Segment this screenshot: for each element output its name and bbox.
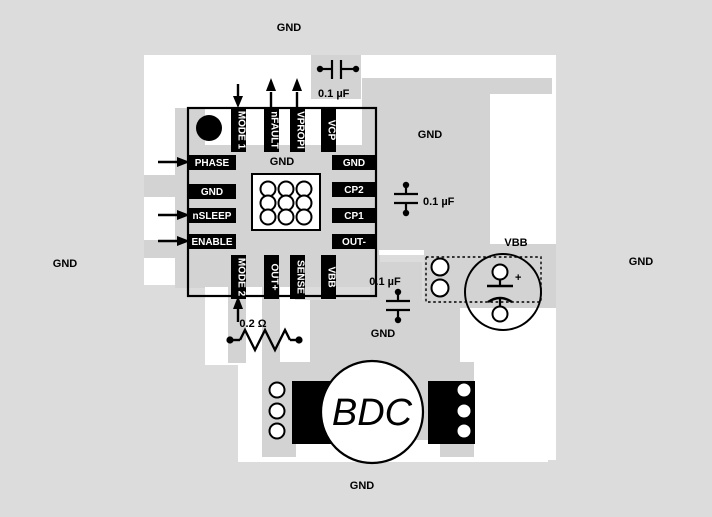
terminal-negative	[491, 305, 509, 323]
pin-label-phase: PHASE	[195, 158, 230, 169]
top-signal-arrows	[233, 78, 302, 108]
via	[259, 208, 277, 226]
via	[259, 180, 277, 198]
pin-label-cp1: CP1	[344, 211, 364, 222]
pin1-dot-icon	[196, 115, 222, 141]
resistor-sense-value: 0.2 Ω	[239, 318, 266, 330]
capacitor-vcp[interactable]	[316, 60, 360, 79]
via	[295, 208, 313, 226]
resistor-sense[interactable]	[226, 327, 303, 353]
gnd-label-bottom: GND	[350, 480, 375, 492]
ground-labels: GND GND GND GND GND GND GND	[53, 22, 654, 492]
motor-via	[268, 381, 286, 399]
pad-cp2[interactable]	[332, 182, 376, 197]
pad-phase[interactable]	[188, 155, 236, 170]
vbb-supply-connector[interactable]: +	[425, 253, 542, 331]
pad-vpropi[interactable]	[290, 108, 305, 152]
capacitor-vcp-value: 0.1 µF	[318, 88, 350, 100]
bottom-signal-arrows	[233, 296, 243, 322]
gnd-label-right: GND	[629, 256, 654, 268]
left-signal-arrows	[158, 157, 190, 246]
thermal-pad-vias[interactable]	[251, 173, 321, 231]
pin-label-vcp: VCP	[326, 120, 337, 141]
gnd-label-right-plane: GND	[418, 129, 443, 141]
pad-out-minus[interactable]	[332, 234, 376, 249]
pin-label-vbb: VBB	[326, 266, 337, 287]
pad-vbb[interactable]	[321, 255, 336, 299]
pin-label-nsleep: nSLEEP	[193, 211, 232, 222]
supply-symbol-circle	[464, 253, 542, 331]
ic-pins-left[interactable]: PHASE GND nSLEEP ENABLE	[188, 155, 236, 249]
via	[277, 180, 295, 198]
pin-label-enable: ENABLE	[191, 237, 232, 248]
pin-label-out-plus: OUT+	[269, 264, 280, 291]
connector-pad[interactable]	[430, 257, 450, 277]
capacitor-charge-pump-value: 0.1 µF	[423, 196, 455, 208]
pin-label-mode-1: MODE 1	[236, 111, 247, 150]
capacitor-vbb-bulk[interactable]	[386, 288, 410, 324]
via	[295, 180, 313, 198]
pad-nsleep[interactable]	[188, 208, 236, 223]
pin-label-mode-2: MODE 2	[236, 258, 247, 297]
motor-via	[455, 381, 473, 399]
pad-gnd-left[interactable]	[188, 184, 236, 199]
ic-pins-right[interactable]: GND CP2 CP1 OUT-	[332, 155, 376, 249]
pad-vcp[interactable]	[321, 108, 336, 152]
gnd-label-thermal-pad: GND	[270, 156, 295, 168]
pad-gnd-right[interactable]	[332, 155, 376, 170]
pin-label-cp2: CP2	[344, 185, 364, 196]
pad-nfault[interactable]	[264, 108, 279, 152]
polarity-plus-icon: +	[515, 272, 521, 284]
gnd-label-left: GND	[53, 258, 78, 270]
pin-label-nfault: nFAULT	[269, 111, 280, 149]
motor-via	[268, 402, 286, 420]
via	[277, 194, 295, 212]
capacitor-vbb-bulk-value: 0.1 µF	[369, 276, 401, 288]
terminal-positive	[491, 263, 509, 281]
gnd-label-top: GND	[277, 22, 302, 34]
via	[259, 194, 277, 212]
pin-label-gnd-right: GND	[343, 158, 365, 169]
motor-via	[455, 402, 473, 420]
pad-cp1[interactable]	[332, 208, 376, 223]
pad-out-plus[interactable]	[264, 255, 279, 299]
bdc-motor[interactable]: BDC	[268, 359, 476, 465]
pin-label-out-minus: OUT-	[342, 237, 366, 248]
pad-mode-1[interactable]	[231, 108, 246, 152]
pin-label-vpropi: VPROPI	[295, 111, 306, 149]
pad-sense[interactable]	[290, 255, 305, 299]
motor-via	[268, 422, 286, 440]
ic-pins-bottom[interactable]: MODE 2 OUT+ SENSE VBB	[231, 255, 337, 299]
ic-body[interactable]	[186, 106, 378, 298]
via	[295, 194, 313, 212]
pin-label-gnd-left: GND	[201, 187, 223, 198]
gnd-label-bottom-plane: GND	[371, 328, 396, 340]
motor-via	[455, 422, 473, 440]
motor-body	[319, 359, 425, 465]
motor-label: BDC	[332, 392, 413, 434]
ic-pins-top[interactable]: MODE 1 nFAULT VPROPI VCP	[231, 108, 337, 152]
connector-pad[interactable]	[430, 278, 450, 298]
capacitor-charge-pump[interactable]	[394, 181, 418, 217]
via	[277, 208, 295, 226]
pad-enable[interactable]	[188, 234, 236, 249]
pad-mode-2[interactable]	[231, 255, 246, 299]
pin-label-sense: SENSE	[295, 260, 306, 294]
vbb-supply-label: VBB	[504, 237, 527, 249]
